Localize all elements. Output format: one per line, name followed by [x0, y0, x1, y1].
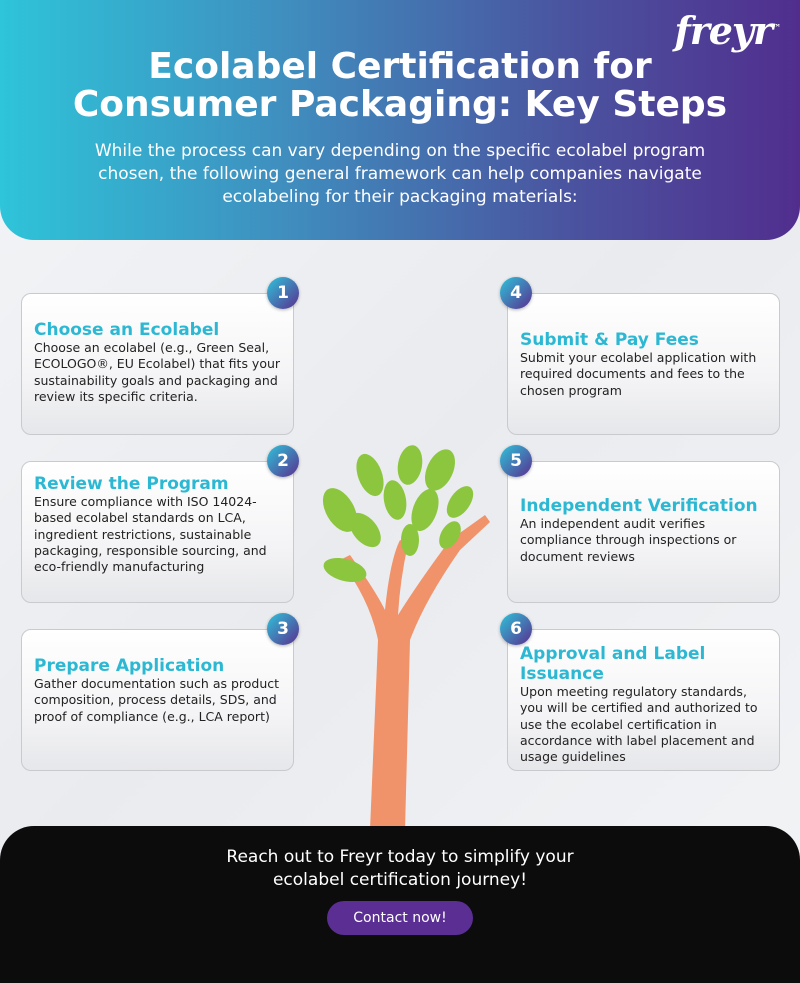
page-subtitle: While the process can vary depending on …	[94, 141, 706, 207]
cta-line-2: ecolabel certification journey!	[272, 870, 528, 890]
step-badge-5: 5	[500, 445, 532, 477]
footer-cta: Reach out to Freyr today to simplify you…	[0, 826, 800, 983]
step-badge-1: 1	[267, 277, 299, 309]
step-text: An independent audit verifies compliance…	[520, 516, 737, 564]
step-badge-6: 6	[500, 613, 532, 645]
step-badge-4: 4	[500, 277, 532, 309]
step-text: Choose an ecolabel (e.g., Green Seal, EC…	[34, 340, 281, 404]
title-line-1: Ecolabel Certification for	[148, 46, 652, 87]
step-text: Gather documentation such as product com…	[34, 676, 280, 724]
step-title: Prepare Application	[34, 656, 225, 676]
title-line-2: Consumer Packaging: Key Steps	[72, 84, 728, 125]
trademark: ™	[772, 23, 781, 34]
cta-message: Reach out to Freyr today to simplify you…	[0, 846, 800, 892]
step-title: Review the Program	[34, 474, 229, 494]
tree-hand-illustration	[322, 445, 490, 830]
contact-now-button[interactable]: Contact now!	[327, 901, 473, 935]
step-text: Ensure compliance with ISO 14024-based e…	[34, 494, 267, 575]
freyr-logo: freyr™	[674, 8, 781, 53]
step-badge-2: 2	[267, 445, 299, 477]
step-text: Upon meeting regulatory standards, you w…	[520, 684, 758, 765]
step-badge-3: 3	[267, 613, 299, 645]
step-title: Submit & Pay Fees	[520, 330, 699, 350]
logo-text: freyr	[674, 8, 773, 53]
step-title: Choose an Ecolabel	[34, 320, 220, 340]
step-title: Approval and Label Issuance	[520, 644, 706, 684]
cta-line-1: Reach out to Freyr today to simplify you…	[226, 847, 574, 867]
step-title: Independent Verification	[520, 496, 758, 516]
step-text: Submit your ecolabel application with re…	[520, 350, 757, 398]
